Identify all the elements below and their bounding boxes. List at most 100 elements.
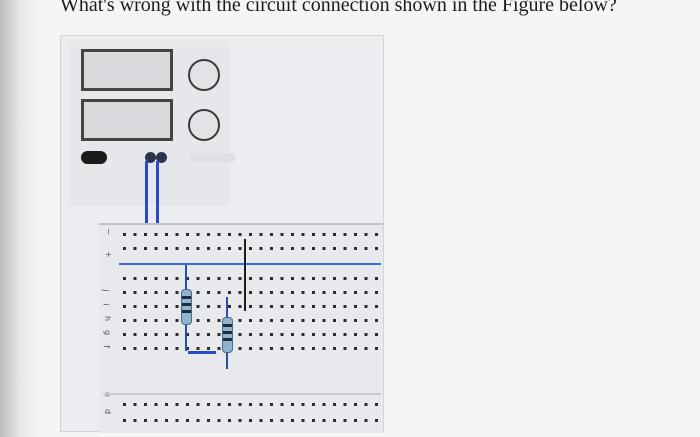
breadboard-hole bbox=[133, 291, 137, 294]
breadboard-hole bbox=[280, 291, 284, 294]
breadboard-hole bbox=[301, 419, 305, 422]
breadboard-hole bbox=[154, 247, 158, 250]
breadboard-hole bbox=[333, 403, 336, 406]
breadboard-hole bbox=[322, 247, 326, 250]
breadboard-hole bbox=[123, 333, 126, 336]
wire-positive bbox=[156, 161, 159, 269]
breadboard-hole bbox=[196, 305, 200, 308]
breadboard-hole bbox=[333, 247, 336, 250]
breadboard-hole bbox=[301, 247, 305, 250]
breadboard-hole bbox=[270, 333, 273, 336]
breadboard-hole bbox=[291, 347, 294, 350]
breadboard-hole bbox=[354, 419, 357, 422]
breadboard-hole bbox=[354, 247, 357, 250]
breadboard-hole bbox=[343, 333, 347, 336]
breadboard-hole bbox=[322, 233, 326, 236]
breadboard-hole bbox=[354, 277, 357, 280]
breadboard: − + j i h g f e d bbox=[99, 223, 383, 433]
breadboard-hole bbox=[333, 419, 336, 422]
breadboard-hole bbox=[133, 277, 137, 280]
breadboard-hole bbox=[238, 319, 242, 322]
breadboard-hole bbox=[238, 247, 242, 250]
breadboard-hole bbox=[354, 347, 357, 350]
breadboard-hole bbox=[186, 347, 189, 350]
breadboard-hole bbox=[249, 247, 252, 250]
breadboard-hole bbox=[144, 233, 147, 236]
breadboard-hole bbox=[133, 247, 137, 250]
breadboard-hole bbox=[343, 347, 347, 350]
breadboard-hole bbox=[186, 333, 189, 336]
breadboard-hole bbox=[196, 233, 200, 236]
breadboard-hole bbox=[175, 305, 179, 308]
breadboard-hole bbox=[207, 277, 210, 280]
breadboard-hole bbox=[301, 305, 305, 308]
breadboard-hole bbox=[270, 419, 273, 422]
breadboard-hole bbox=[165, 247, 168, 250]
breadboard-hole bbox=[301, 277, 305, 280]
breadboard-hole bbox=[133, 403, 137, 406]
breadboard-hole bbox=[165, 233, 168, 236]
breadboard-hole bbox=[238, 403, 242, 406]
breadboard-hole bbox=[249, 403, 252, 406]
breadboard-hole bbox=[238, 419, 242, 422]
breadboard-hole bbox=[301, 319, 305, 322]
voltage-display bbox=[81, 49, 173, 91]
breadboard-hole bbox=[291, 333, 294, 336]
breadboard-hole bbox=[280, 403, 284, 406]
breadboard-hole bbox=[291, 319, 294, 322]
breadboard-hole bbox=[154, 403, 158, 406]
breadboard-hole bbox=[312, 419, 315, 422]
breadboard-hole bbox=[133, 333, 137, 336]
breadboard-hole bbox=[270, 247, 273, 250]
terminal-positive-icon bbox=[156, 152, 167, 163]
breadboard-hole bbox=[301, 233, 305, 236]
breadboard-hole bbox=[123, 403, 126, 406]
breadboard-hole bbox=[312, 305, 315, 308]
row-label-f: f bbox=[101, 345, 111, 348]
breadboard-hole bbox=[165, 305, 168, 308]
breadboard-hole bbox=[196, 277, 200, 280]
breadboard-hole bbox=[175, 419, 179, 422]
breadboard-hole bbox=[270, 403, 273, 406]
breadboard-hole bbox=[144, 333, 147, 336]
circuit-figure: − + j i h g f e d bbox=[60, 35, 384, 433]
breadboard-hole bbox=[270, 319, 273, 322]
breadboard-hole bbox=[343, 247, 347, 250]
breadboard-hole bbox=[322, 403, 326, 406]
breadboard-hole bbox=[207, 233, 210, 236]
breadboard-holes bbox=[123, 233, 378, 422]
breadboard-hole bbox=[312, 277, 315, 280]
breadboard-hole bbox=[291, 233, 294, 236]
terminal-negative-icon bbox=[145, 152, 156, 163]
breadboard-hole bbox=[259, 305, 263, 308]
breadboard-hole bbox=[196, 333, 200, 336]
breadboard-hole bbox=[123, 291, 126, 294]
breadboard-hole bbox=[375, 333, 378, 336]
breadboard-hole bbox=[196, 291, 200, 294]
breadboard-hole bbox=[280, 347, 284, 350]
breadboard-hole bbox=[165, 291, 168, 294]
breadboard-hole bbox=[343, 403, 347, 406]
breadboard-hole bbox=[333, 277, 336, 280]
power-supply bbox=[69, 41, 235, 206]
breadboard-hole bbox=[354, 333, 357, 336]
breadboard-hole bbox=[154, 305, 158, 308]
breadboard-hole bbox=[312, 247, 315, 250]
breadboard-hole bbox=[175, 247, 179, 250]
breadboard-hole bbox=[186, 233, 189, 236]
breadboard-hole bbox=[301, 403, 305, 406]
breadboard-hole bbox=[144, 305, 147, 308]
channel-divider bbox=[103, 393, 381, 395]
breadboard-hole bbox=[207, 247, 210, 250]
breadboard-hole bbox=[238, 333, 242, 336]
resistor2-lead-top bbox=[226, 297, 228, 319]
breadboard-hole bbox=[364, 305, 368, 308]
breadboard-hole bbox=[270, 291, 273, 294]
rail-minus-label: − bbox=[103, 228, 113, 235]
breadboard-hole bbox=[291, 277, 294, 280]
breadboard-hole bbox=[196, 403, 200, 406]
breadboard-hole bbox=[291, 305, 294, 308]
breadboard-hole bbox=[238, 291, 242, 294]
breadboard-hole bbox=[259, 233, 263, 236]
breadboard-hole bbox=[133, 347, 137, 350]
